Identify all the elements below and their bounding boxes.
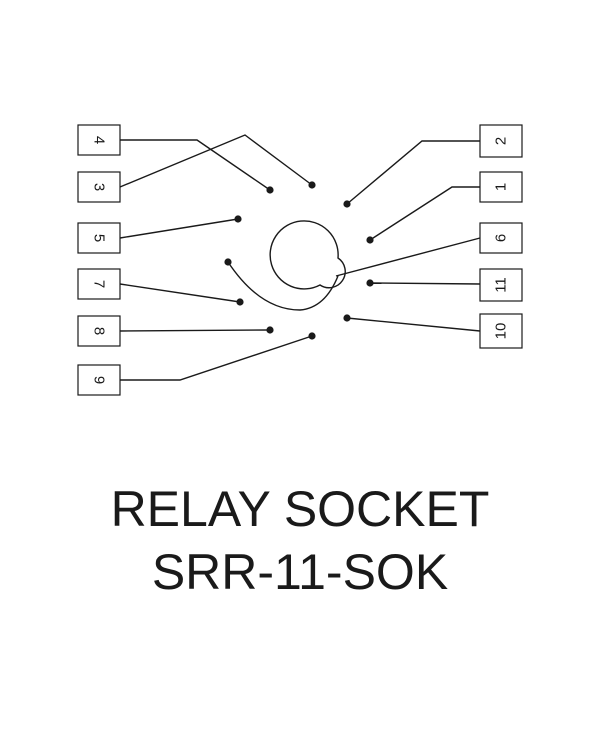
wire-pin-10 [346,317,481,332]
wire-pin-4 [120,139,271,191]
contact-dot-9 [308,332,316,340]
wire-pin-3 [119,134,313,188]
wire-pin-9 [120,335,313,381]
pin-label-8: 8 [91,327,108,335]
pin-box-7: 7 [77,268,121,300]
contact-dot-10 [343,314,351,322]
pin-label-4: 4 [91,136,108,144]
pin-box-6: 6 [479,222,523,254]
contact-dot-8 [266,326,274,334]
pin-box-9: 9 [77,364,121,396]
wire-pin-6 [335,237,481,277]
wires [119,134,481,381]
pin-label-6: 6 [493,234,510,242]
pin-box-1: 1 [479,171,523,203]
pin-label-2: 2 [493,137,510,145]
contact-dot-3 [308,181,316,189]
contact-dot-2 [343,200,351,208]
pin-label-5: 5 [91,234,108,242]
wire-pin-7 [119,283,241,303]
pin-label-1: 1 [493,183,510,191]
left-pin-boxes: 4 3 5 7 8 9 [77,124,121,396]
pin-label-9: 9 [91,376,108,384]
contact-dots [224,181,374,340]
pin-box-3: 3 [77,171,121,203]
pin-box-11: 11 [479,268,523,302]
pin-label-3: 3 [91,183,108,191]
pin-box-5: 5 [77,222,121,254]
contact-dot-arc-end [224,258,232,266]
pin-box-8: 8 [77,315,121,347]
contact-dot-5 [234,215,242,223]
pin-box-4: 4 [77,124,121,156]
socket-key-hub [269,220,346,290]
wire-pin-11 [369,282,481,285]
right-pin-boxes: 2 1 6 11 10 [479,124,523,349]
wire-pin-1 [369,186,480,241]
wire-pin-5 [119,218,239,239]
contact-dot-1 [366,236,374,244]
contact-dot-7 [236,298,244,306]
contact-dot-11 [366,279,374,287]
contact-dot-4 [266,186,274,194]
relay-socket-diagram: 4 3 5 7 8 9 2 1 [77,124,523,396]
pin-box-10: 10 [479,313,523,349]
title-model-number: SRR-11-SOK [151,544,449,600]
wire-pin-8 [119,329,271,332]
socket-arc [227,261,339,311]
pin-box-2: 2 [479,124,523,158]
wire-pin-2 [346,140,480,205]
title-relay-socket: RELAY SOCKET [110,481,490,537]
pin-label-10: 10 [493,323,510,340]
pin-label-11: 11 [493,277,510,293]
pin-label-7: 7 [91,280,108,288]
